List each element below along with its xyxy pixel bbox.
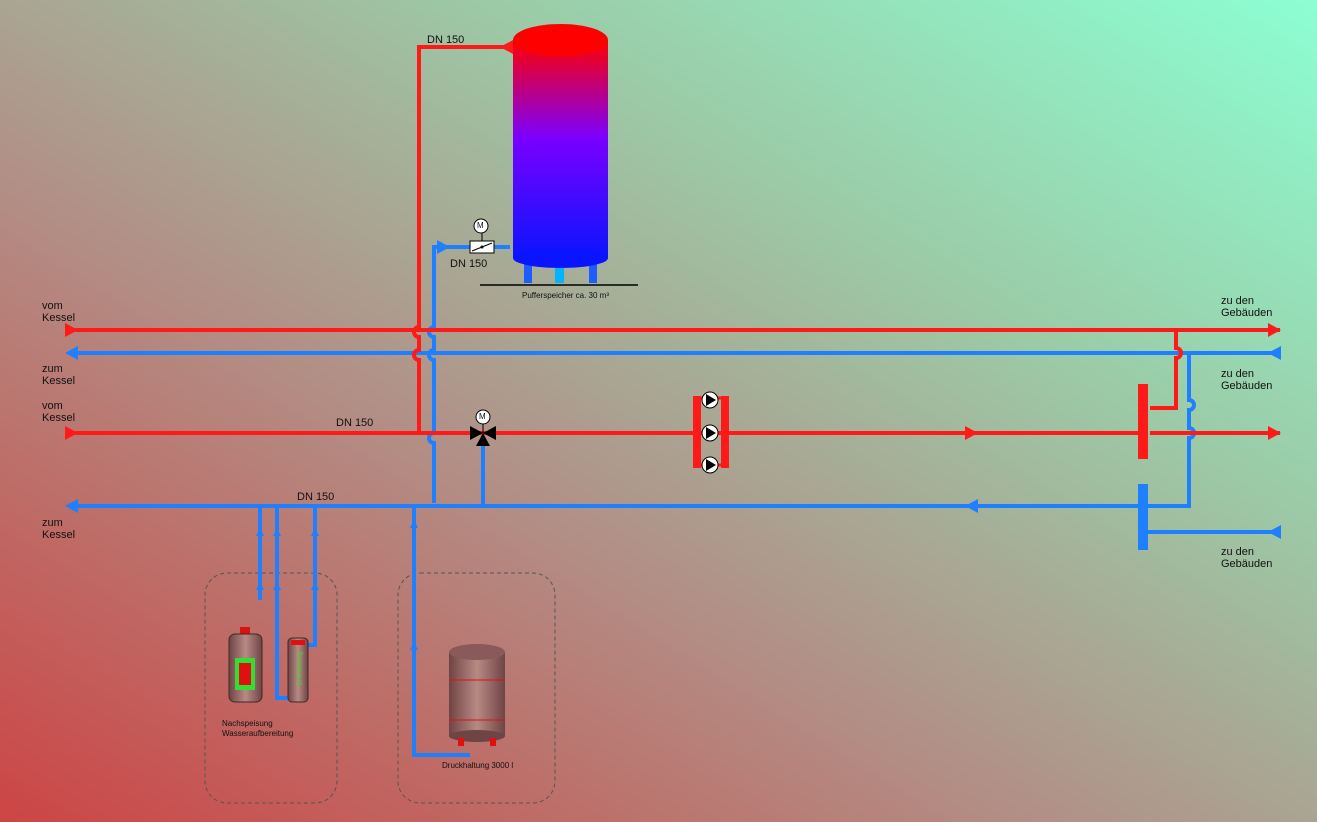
label-vom-kessel-2: vom Kessel	[42, 400, 76, 424]
motor-label-valve: M	[477, 221, 484, 230]
mixing-valve-icon	[470, 409, 496, 446]
enclosure-nachspeisung	[204, 572, 338, 804]
label-dn150-return: DN 150	[297, 491, 335, 503]
label-pufferspeicher: Pufferspeicher ca. 30 m³	[522, 291, 610, 300]
label-enthaertung: Enthärtung	[296, 651, 304, 686]
pump-arrow-icon	[706, 394, 716, 471]
label-dn150-supply: DN 150	[336, 417, 374, 429]
buffer-conn-3	[589, 258, 597, 283]
enclosure-druckhaltung	[397, 572, 556, 804]
return-pipes	[75, 245, 1280, 757]
buffer-conn-2	[555, 255, 564, 283]
label-vom-kessel-1: vom Kessel	[42, 300, 76, 324]
flow-arrows	[65, 40, 1281, 650]
label-zu-den-gebaeuden-3: zu den Gebäuden	[1221, 546, 1273, 570]
supply-header	[1138, 384, 1148, 459]
label-zum-kessel-2: zum Kessel	[42, 517, 76, 541]
buffer-tank	[480, 24, 638, 286]
label-dn150-top: DN 150	[427, 34, 465, 46]
label-nachspeisung: Nachspeisung Wasseraufbereitung	[222, 719, 294, 738]
motor-label-mixer: M	[479, 412, 486, 421]
druckhaltung-vessel	[449, 644, 505, 746]
nachspeisung-unit	[228, 627, 309, 703]
label-zu-den-gebaeuden-2: zu den Gebäuden	[1221, 368, 1273, 392]
supply-pipes	[75, 45, 1280, 435]
buffer-conn-1	[524, 258, 532, 283]
return-header	[1138, 484, 1148, 550]
motor-valve-icon	[469, 218, 495, 254]
label-druckhaltung: Druckhaltung 3000 l	[442, 761, 514, 770]
label-zum-kessel-1: zum Kessel	[42, 363, 76, 387]
label-dn150-valve: DN 150	[450, 258, 488, 270]
label-zu-den-gebaeuden-1: zu den Gebäuden	[1221, 295, 1273, 319]
